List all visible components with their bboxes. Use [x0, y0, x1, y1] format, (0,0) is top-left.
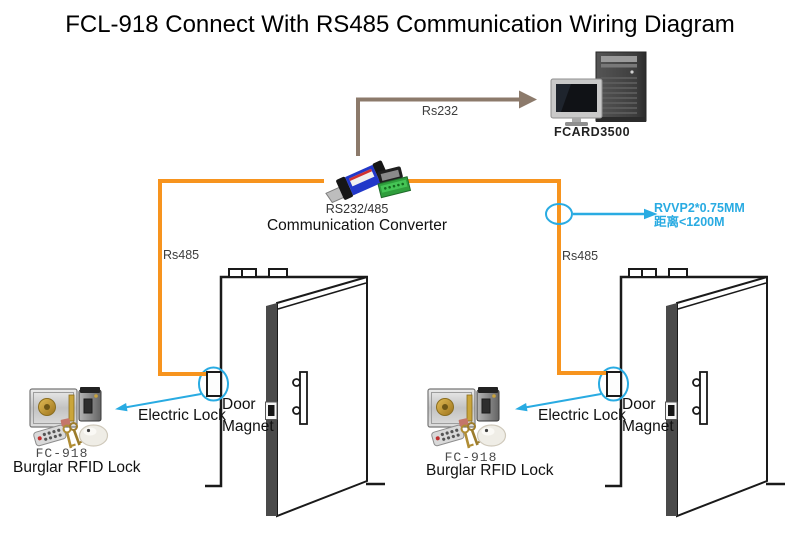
door-magnet-core: [268, 405, 275, 416]
rs232-wire: [356, 97, 520, 164]
rim-lock-slot: [83, 398, 93, 414]
cable-callout-circle: [545, 203, 573, 225]
terminal-adapter-icon: [377, 166, 412, 199]
lock-name-label-left: Burglar RFID Lock: [13, 459, 141, 476]
door-handle-knob: [292, 406, 301, 415]
converter-name-label: Communication Converter: [266, 217, 448, 234]
electric-lock-pointer-left-head: [115, 403, 128, 412]
key-tag: [60, 418, 71, 427]
door-magnet-label-left-1: Door: [222, 396, 256, 413]
rs232-wire-label: Rs232: [421, 104, 459, 118]
door-closer-block: [268, 268, 288, 278]
converter-label-sticker: [349, 168, 375, 187]
door-panel: [276, 275, 368, 518]
electric-lock-label-left: Electric Lock: [138, 407, 226, 424]
door-magnet-label-right-1: Door: [622, 396, 656, 413]
cable-spec-label: RVVP2*0.75MM: [654, 201, 745, 215]
electric-lock-rect: [206, 371, 222, 397]
electric-lock-pointer-right-head: [515, 403, 528, 412]
door-closer-block: [228, 268, 243, 278]
computer-label: FCARD3500: [553, 125, 631, 139]
monitor-base: [565, 122, 588, 126]
electric-lock-pointer-left: [124, 393, 202, 409]
converter-endcap: [336, 176, 353, 200]
rim-lock-icon: [78, 387, 102, 422]
tower-icon: [595, 51, 647, 122]
tower-power-button: [630, 70, 634, 74]
door-closer-block: [241, 268, 257, 278]
lock-model-label-left: FC-918: [35, 446, 89, 461]
lockset-right: [426, 385, 507, 450]
monitor-stand: [572, 118, 581, 122]
lock-body-icon: [29, 388, 78, 428]
electric-lock-label-right: Electric Lock: [538, 407, 626, 424]
rs485-wire-right: [406, 179, 606, 375]
computer-icon: [550, 51, 647, 126]
rs485-wire-label-left: Rs485: [163, 248, 200, 262]
lockset-left: [29, 387, 109, 449]
lock-latch: [68, 394, 75, 422]
door-magnet-label-left-2: Magnet: [222, 418, 274, 435]
monitor-icon: [550, 78, 603, 126]
rfid-reader-icon: [78, 424, 109, 447]
electric-lock-pointer-right: [524, 393, 602, 409]
tower-drive-bay: [601, 56, 637, 62]
rs485-wire-label-right: Rs485: [562, 249, 599, 263]
cable-distance-label: 距离<1200M: [654, 215, 725, 229]
adapter-db9-face: [380, 169, 400, 181]
converter-label-stripe: [349, 168, 372, 182]
door-panel-top-edge: [277, 282, 367, 310]
lock-name-label-right: Burglar RFID Lock: [426, 462, 554, 479]
rs485-wire-left: [158, 179, 325, 376]
cable-callout-arrowhead: [644, 208, 658, 220]
electric-lock-circle: [198, 366, 229, 402]
left-door: [198, 268, 385, 518]
door-handle-knob: [292, 378, 301, 387]
tower-drive-bay: [601, 64, 637, 68]
rfid-reader-led: [86, 428, 91, 433]
lock-model-label-right: FC-918: [444, 450, 498, 465]
rs232-arrowhead: [519, 90, 537, 109]
remote-control-icon: [33, 424, 67, 447]
page-title: FCL-918 Connect With RS485 Communication…: [65, 11, 735, 38]
converter-icon: [325, 160, 412, 204]
door-magnet-label-right-2: Magnet: [622, 418, 674, 435]
converter-model-label: RS232/485: [325, 202, 389, 216]
right-door: [597, 267, 787, 518]
door-handle: [299, 371, 308, 425]
